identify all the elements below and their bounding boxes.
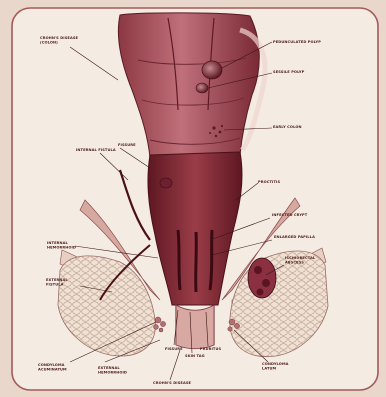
- label-enlarged-papilla: ENLARGED PAPILLA: [274, 235, 315, 239]
- label-early-colon: EARLY COLON: [273, 125, 302, 129]
- label-condyloma-latum-line1: CONDYLOMA: [262, 362, 289, 366]
- label-external-hemorrhoid-line1: EXTERNAL: [98, 366, 120, 370]
- label-fissure-bottom: FISSURE: [165, 347, 183, 351]
- label-fissure-line1: FISSURE: [118, 143, 136, 147]
- label-infected-crypt: INFECTED CRYPT: [272, 213, 308, 217]
- sessile-polyp: [196, 83, 208, 93]
- label-condyloma-acuminatum-line2: ACUMINATUM: [38, 368, 67, 372]
- label-pedunculated-polyp: PEDUNCULATED POLYP: [273, 40, 321, 44]
- label-pruritus: PRURITUS: [200, 347, 221, 351]
- label-internal-fistula: INTERNAL FISTULA: [76, 148, 116, 152]
- label-enlarged-papilla-line1: ENLARGED PAPILLA: [274, 235, 315, 239]
- label-external-hemorrhoid-line2: HEMORRHOID: [98, 371, 127, 375]
- label-ischiorectal-abscess-line1: ISCHIORECTAL: [285, 256, 316, 260]
- label-skin-tag: SKIN TAG: [185, 354, 205, 358]
- label-pedunculated-polyp-line1: PEDUNCULATED POLYP: [273, 40, 321, 44]
- label-proctitis-line1: PROCTITIS: [258, 180, 280, 184]
- label-fissure-bottom-line1: FISSURE: [165, 347, 183, 351]
- ischiorectal-abscess: [248, 258, 276, 298]
- label-internal-fistula-line1: INTERNAL FISTULA: [76, 148, 116, 152]
- label-internal-hemorrhoid-line1: INTERNAL: [47, 241, 69, 245]
- label-external-fistula-line2: FISTULA: [46, 283, 64, 287]
- label-proctitis: PROCTITIS: [258, 180, 280, 184]
- label-crohns-disease-bottom-line1: CROHN'S DISEASE: [153, 381, 192, 385]
- label-sessile-polyp: SESSILE POLYP: [273, 70, 305, 74]
- label-infected-crypt-line1: INFECTED CRYPT: [272, 213, 308, 217]
- label-sessile-polyp-line1: SESSILE POLYP: [273, 70, 305, 74]
- label-crohns-disease-colon-line1: CROHN'S DISEASE: [40, 36, 79, 40]
- label-internal-hemorrhoid-line2: HEMORRHOID: [47, 246, 76, 250]
- label-early-colon-line1: EARLY COLON: [273, 125, 302, 129]
- label-crohns-disease-bottom: CROHN'S DISEASE: [153, 381, 192, 385]
- label-skin-tag-line1: SKIN TAG: [185, 354, 205, 358]
- label-fissure: FISSURE: [118, 143, 136, 147]
- pedunculated-polyp: [202, 61, 222, 79]
- label-pruritus-line1: PRURITUS: [200, 347, 221, 351]
- label-ischiorectal-abscess-line2: ABSCESS: [285, 261, 304, 265]
- label-condyloma-latum-line2: LATUM: [262, 367, 277, 371]
- label-external-fistula-line1: EXTERNAL: [46, 278, 68, 282]
- label-condyloma-acuminatum-line1: CONDYLOMA: [38, 363, 65, 367]
- label-crohns-disease-colon-line2: (COLON): [40, 41, 58, 45]
